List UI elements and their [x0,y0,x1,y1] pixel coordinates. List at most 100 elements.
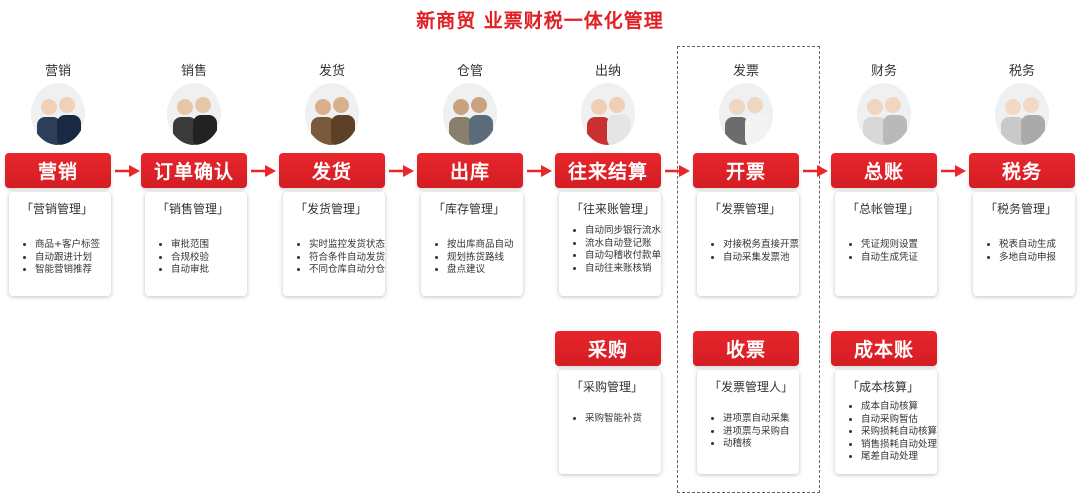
feature-item: 自动采购暂估 [861,414,937,427]
feature-item: 盘点建议 [447,264,523,277]
stage-button[interactable]: 出库 [417,153,523,188]
stage-button[interactable]: 税务 [969,153,1075,188]
card-title: 「税务管理」 [985,202,1058,216]
stage-button[interactable]: 成本账 [831,331,937,366]
card-title: 「发货管理」 [295,202,368,216]
card-feature-list: 进项票自动采集进项票与采购自动稽核 [709,413,799,451]
stage-button[interactable]: 开票 [693,153,799,188]
feature-item: 自动采集发票池 [723,252,799,265]
stage-card: 「销售管理」审批范围合规校验自动审批 [145,192,247,296]
stage-button[interactable]: 订单确认 [141,153,247,188]
flow-arrow-icon [115,163,141,183]
invoice-highlight-box [677,46,820,493]
feature-item: 自动同步银行流水 [585,225,661,238]
stage-card: 「库存管理」按出库商品自动规划拣货路线盘点建议 [421,192,523,296]
stage-button[interactable]: 收票 [693,331,799,366]
feature-item: 多地自动申报 [999,252,1075,265]
stage-card: 「发货管理」实时监控发货状态符合条件自动发货不同仓库自动分仓 [283,192,385,296]
feature-item: 商品+客户标签 [35,239,111,252]
card-title: 「销售管理」 [157,202,230,216]
card-feature-list: 按出库商品自动规划拣货路线盘点建议 [433,239,523,277]
feature-item: 流水自动登记账 [585,238,661,251]
feature-item: 凭证规则设置 [861,239,937,252]
department-label: 发票 [732,64,759,79]
team-photo-icon [167,83,221,145]
card-feature-list: 自动同步银行流水流水自动登记账自动勾稽收付款单自动往来账核销 [571,225,661,275]
team-photo-icon [443,83,497,145]
stage-button[interactable]: 往来结算 [555,153,661,188]
card-feature-list: 采购智能补货 [571,413,661,426]
feature-item: 税表自动生成 [999,239,1075,252]
feature-item: 动稽核 [723,438,799,451]
card-feature-list: 审批范围合规校验自动审批 [157,239,247,277]
flow-arrow-icon [251,163,277,183]
card-feature-list: 对接税务直接开票自动采集发票池 [709,239,799,264]
stage-card: 「税务管理」税表自动生成多地自动申报 [973,192,1075,296]
flow-arrow-icon [803,163,829,183]
card-title: 「总帐管理」 [847,202,920,216]
feature-item: 审批范围 [171,239,247,252]
department-label: 销售 [180,64,207,79]
card-feature-list: 成本自动核算自动采购暂估采购损耗自动核算销售损耗自动处理尾差自动处理 [847,401,937,464]
stage-card: 「营销管理」商品+客户标签自动跟进计划智能营销推荐 [9,192,111,296]
card-feature-list: 商品+客户标签自动跟进计划智能营销推荐 [21,239,111,277]
card-feature-list: 凭证规则设置自动生成凭证 [847,239,937,264]
card-title: 「发票管理」 [709,202,782,216]
feature-item: 实时监控发货状态 [309,239,385,252]
card-title: 「营销管理」 [21,202,94,216]
card-title: 「采购管理」 [571,380,644,394]
feature-item: 符合条件自动发货 [309,252,385,265]
department-label: 财务 [870,64,897,79]
team-photo-icon [581,83,635,145]
flow-arrow-icon [665,163,691,183]
department-label: 仓管 [456,64,483,79]
department-label: 税务 [1008,64,1035,79]
stage-card: 「采购管理」采购智能补货 [559,370,661,474]
team-photo-icon [719,83,773,145]
team-photo-icon [995,83,1049,145]
flow-arrow-icon [389,163,415,183]
feature-item: 自动跟进计划 [35,252,111,265]
feature-item: 不同仓库自动分仓 [309,264,385,277]
card-title: 「发票管理人」 [709,380,794,394]
feature-item: 规划拣货路线 [447,252,523,265]
feature-item: 自动审批 [171,264,247,277]
department-label: 发货 [318,64,345,79]
feature-item: 采购损耗自动核算 [861,426,937,439]
feature-item: 自动生成凭证 [861,252,937,265]
stage-card: 「发票管理人」进项票自动采集进项票与采购自动稽核 [697,370,799,474]
stage-button[interactable]: 采购 [555,331,661,366]
card-feature-list: 税表自动生成多地自动申报 [985,239,1075,264]
flow-arrow-icon [527,163,553,183]
stage-card: 「成本核算」成本自动核算自动采购暂估采购损耗自动核算销售损耗自动处理尾差自动处理 [835,370,937,474]
feature-item: 销售损耗自动处理 [861,439,937,452]
card-title: 「往来账管理」 [571,202,656,216]
card-title: 「库存管理」 [433,202,506,216]
feature-item: 成本自动核算 [861,401,937,414]
feature-item: 按出库商品自动 [447,239,523,252]
feature-item: 自动往来账核销 [585,263,661,276]
stage-button[interactable]: 总账 [831,153,937,188]
team-photo-icon [857,83,911,145]
feature-item: 尾差自动处理 [861,451,937,464]
team-photo-icon [305,83,359,145]
team-photo-icon [31,83,85,145]
stage-button[interactable]: 发货 [279,153,385,188]
stage-card: 「往来账管理」自动同步银行流水流水自动登记账自动勾稽收付款单自动往来账核销 [559,192,661,296]
stage-card: 「总帐管理」凭证规则设置自动生成凭证 [835,192,937,296]
flow-arrow-icon [941,163,967,183]
feature-item: 进项票与采购自 [723,426,799,439]
card-feature-list: 实时监控发货状态符合条件自动发货不同仓库自动分仓 [295,239,385,277]
feature-item: 合规校验 [171,252,247,265]
stage-card: 「发票管理」对接税务直接开票自动采集发票池 [697,192,799,296]
department-label: 出纳 [594,64,621,79]
department-label: 营销 [44,64,71,79]
feature-item: 采购智能补货 [585,413,661,426]
feature-item: 对接税务直接开票 [723,239,799,252]
feature-item: 进项票自动采集 [723,413,799,426]
card-title: 「成本核算」 [847,380,920,394]
feature-item: 智能营销推荐 [35,264,111,277]
page-title: 新商贸 业票财税一体化管理 [416,10,664,32]
feature-item: 自动勾稽收付款单 [585,250,661,263]
stage-button[interactable]: 营销 [5,153,111,188]
